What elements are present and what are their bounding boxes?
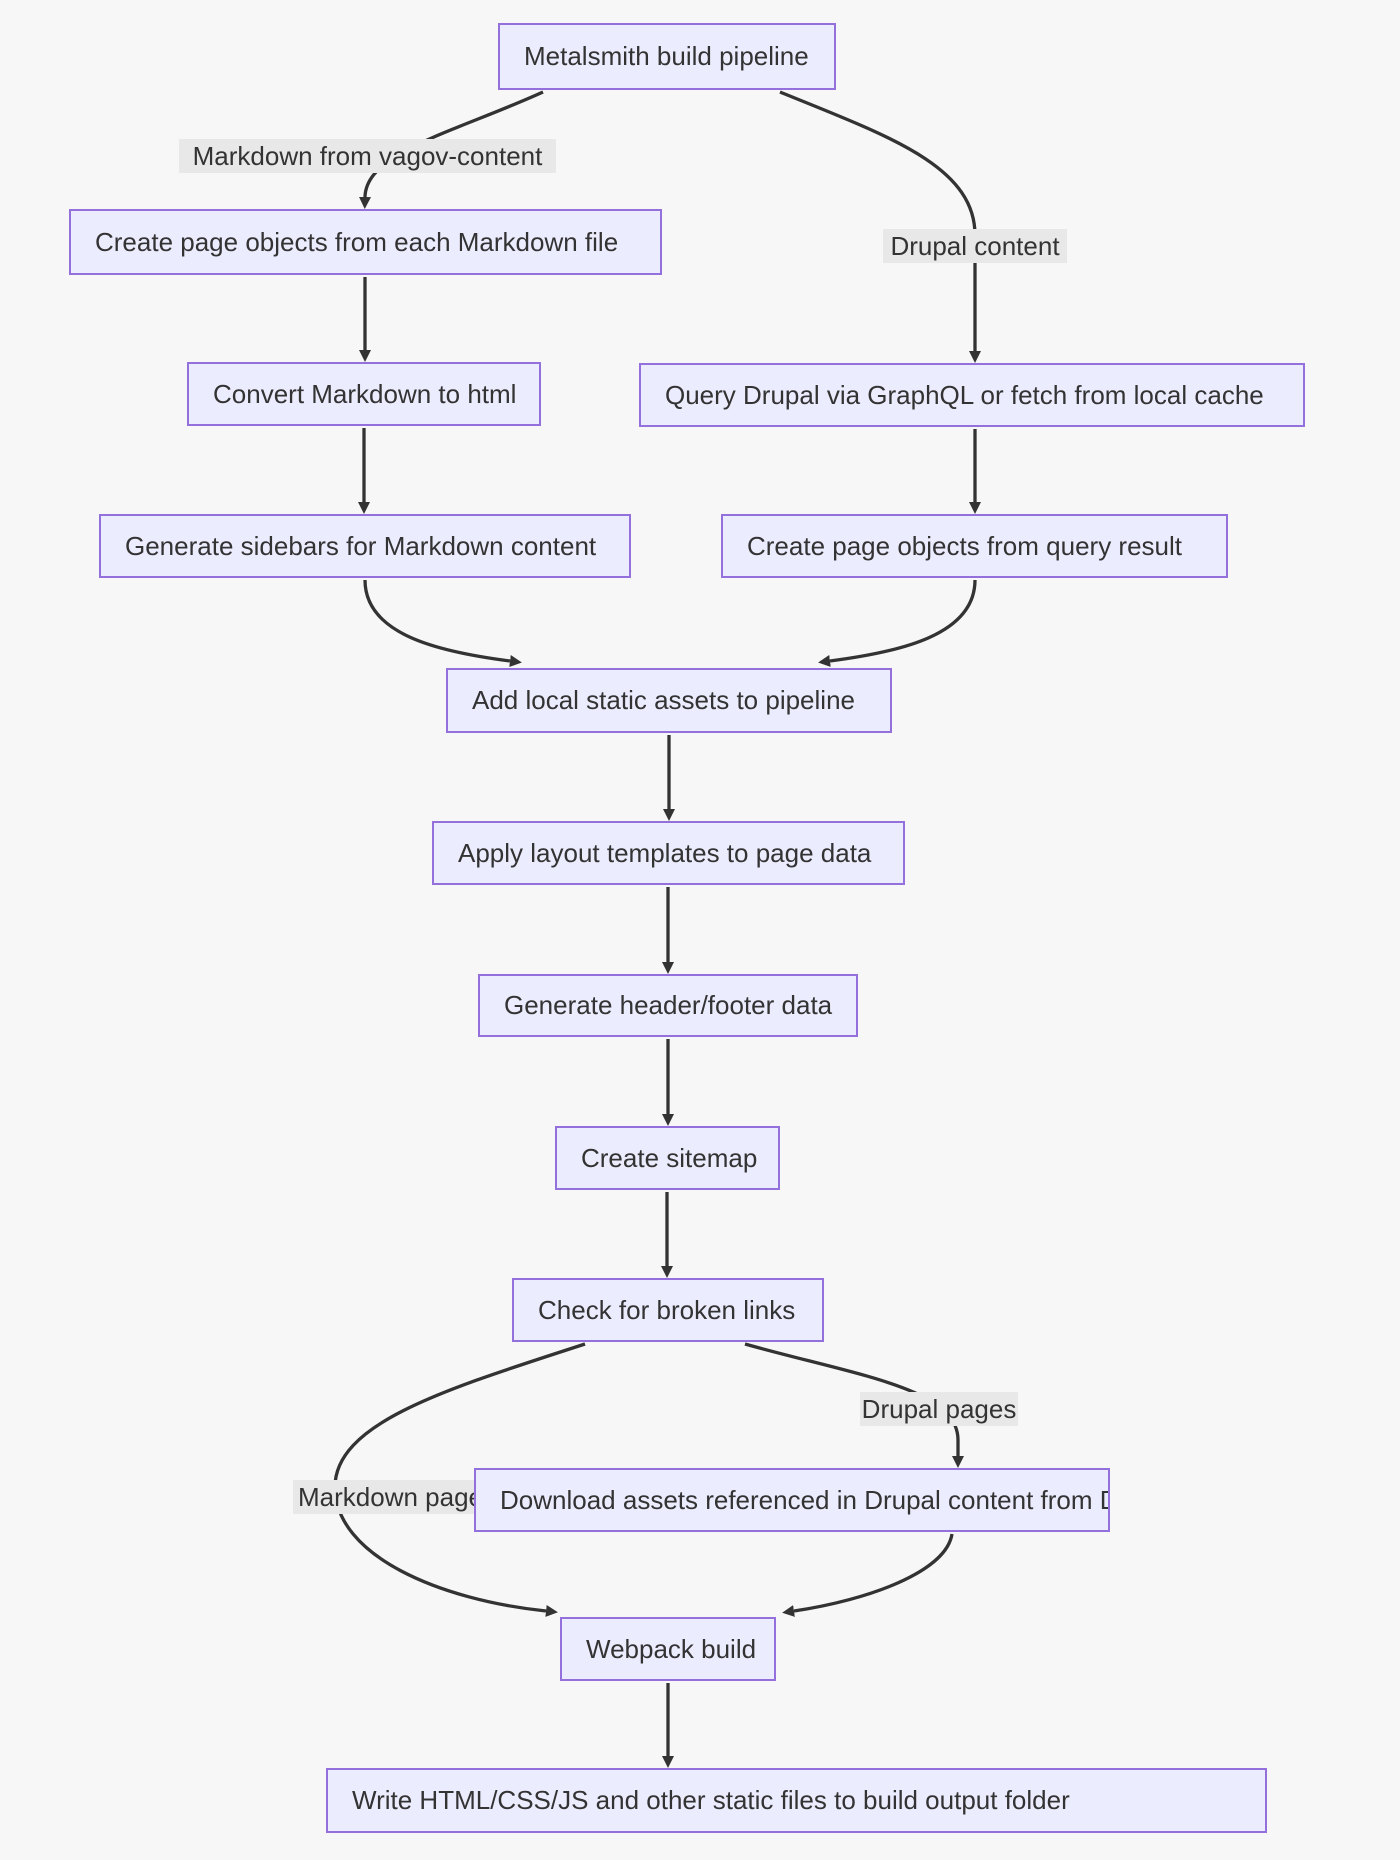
edge-download-drupal-assets-to-webpack: [782, 1533, 954, 1617]
node-webpack-build: Webpack build: [560, 1617, 776, 1681]
node-generate-sidebars: Generate sidebars for Markdown content: [99, 514, 631, 578]
edge-gen-sidebars-to-add-assets: [363, 579, 522, 667]
node-check-broken-links: Check for broken links: [512, 1278, 824, 1342]
edge-check-links-to-download-drupal-assets: [744, 1342, 964, 1468]
node-apply-layout-templates: Apply layout templates to page data: [432, 821, 905, 885]
node-create-page-objects-from-query: Create page objects from query result: [721, 514, 1228, 578]
node-query-drupal: Query Drupal via GraphQL or fetch from l…: [639, 363, 1305, 427]
node-create-sitemap: Create sitemap: [555, 1126, 780, 1190]
edge-label-markdown-from-vagov-content: Markdown from vagov-content: [179, 139, 556, 173]
node-convert-markdown-to-html: Convert Markdown to html: [187, 362, 541, 426]
node-download-drupal-assets: Download assets referenced in Drupal con…: [474, 1468, 1110, 1532]
node-write-output-files: Write HTML/CSS/JS and other static files…: [326, 1768, 1267, 1833]
edge-create-query-pages-to-add-assets: [818, 579, 977, 667]
node-generate-header-footer: Generate header/footer data: [478, 974, 858, 1037]
edge-label-drupal-content: Drupal content: [883, 229, 1067, 263]
node-add-local-static-assets: Add local static assets to pipeline: [446, 668, 892, 733]
edge-pipeline-to-query-drupal: [779, 90, 981, 363]
edge-label-markdown-pages: Markdown pages: [293, 1480, 501, 1514]
edge-label-drupal-pages: Drupal pages: [860, 1392, 1018, 1426]
node-create-page-objects-from-markdown: Create page objects from each Markdown f…: [69, 209, 662, 275]
node-metalsmith-build-pipeline: Metalsmith build pipeline: [498, 23, 836, 90]
